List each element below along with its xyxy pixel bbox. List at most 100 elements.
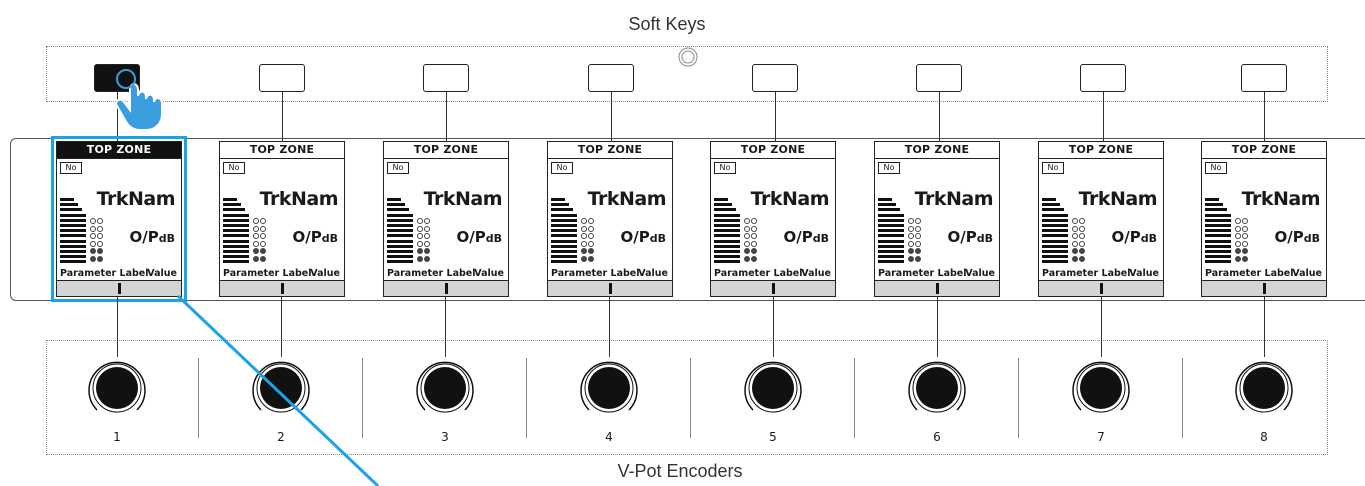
vpot-encoder-8[interactable]	[1230, 354, 1298, 422]
track-name: TrkNam	[914, 188, 994, 210]
meter-segment	[551, 234, 577, 238]
status-dot	[1235, 218, 1241, 224]
meter-segment	[1205, 208, 1227, 212]
meter-segment	[1042, 203, 1060, 207]
soft-key-5[interactable]	[752, 64, 798, 92]
vpot-encoder-4[interactable]	[575, 354, 643, 422]
status-dot	[97, 240, 103, 247]
status-dot	[908, 218, 914, 224]
status-dot	[1079, 240, 1085, 247]
status-dot	[424, 233, 430, 239]
parameter-value: Value	[638, 268, 668, 279]
meter-segment	[387, 234, 413, 238]
channel-screen-2: TOP ZONE No TrkNam O/PdB Parameter Label…	[219, 141, 345, 297]
status-dot	[253, 255, 259, 262]
value-indicator	[1263, 283, 1266, 294]
meter-segment	[551, 239, 577, 243]
value-indicator	[281, 283, 284, 294]
output-label: O/P	[947, 228, 977, 246]
status-dot	[1072, 248, 1078, 254]
status-dot	[581, 225, 587, 232]
output-unit: dB	[485, 232, 502, 245]
meter-segment	[1205, 244, 1231, 248]
output-unit: dB	[1303, 232, 1320, 245]
level-meter	[1042, 196, 1070, 268]
status-dot	[751, 248, 757, 254]
meter-segment	[551, 250, 577, 253]
meter-segment	[878, 208, 900, 212]
vpot-encoder-2[interactable]	[247, 354, 315, 422]
output-unit: dB	[1140, 232, 1157, 245]
meter-segment	[60, 224, 86, 227]
status-dot	[97, 225, 103, 232]
meter-segment	[223, 224, 249, 227]
encoder-connector	[609, 297, 610, 357]
meter-segment	[1042, 244, 1068, 248]
meter-segment	[223, 198, 237, 201]
parameter-row: Parameter Label Value	[1202, 267, 1326, 281]
meter-segment	[878, 198, 892, 201]
meter-segment	[1205, 255, 1231, 259]
soft-key-3[interactable]	[423, 64, 469, 92]
vpot-encoder-5[interactable]	[739, 354, 807, 422]
meter-segment	[60, 203, 78, 207]
status-dot	[417, 233, 423, 239]
status-dot	[417, 255, 423, 262]
status-dot	[90, 225, 96, 232]
track-name: TrkNam	[587, 188, 667, 210]
meter-segment	[878, 255, 904, 259]
encoder-ring-icon	[88, 361, 146, 413]
pressing-hand-icon	[115, 69, 163, 131]
status-dot	[915, 255, 921, 262]
status-dot	[260, 255, 266, 262]
parameter-row: Parameter Label Value	[1039, 267, 1163, 281]
soft-key-7[interactable]	[1080, 64, 1126, 92]
meter-segment	[1205, 239, 1231, 243]
status-dots	[744, 218, 760, 266]
level-meter	[714, 196, 742, 268]
status-dot	[751, 218, 757, 224]
status-dot	[1235, 255, 1241, 262]
soft-key-4[interactable]	[588, 64, 634, 92]
parameter-value: Value	[801, 268, 831, 279]
vpot-encoder-6[interactable]	[903, 354, 971, 422]
parameter-row: Parameter Label Value	[875, 267, 999, 281]
meter-segment	[551, 203, 569, 207]
status-dot	[90, 248, 96, 254]
encoder-ring-icon	[252, 361, 310, 413]
meter-segment	[878, 250, 904, 253]
value-bar	[220, 280, 344, 296]
encoder-divider	[362, 358, 363, 438]
status-dot	[417, 218, 423, 224]
vpot-encoder-3[interactable]	[411, 354, 479, 422]
value-bar	[384, 280, 508, 296]
value-indicator	[772, 283, 775, 294]
parameter-label: Parameter Label	[1205, 268, 1294, 279]
soft-key-2[interactable]	[259, 64, 305, 92]
soft-keys-title: Soft Keys	[628, 14, 706, 34]
status-dot	[417, 225, 423, 232]
meter-segment	[1205, 250, 1231, 253]
status-dots	[581, 218, 597, 266]
soft-key-6[interactable]	[916, 64, 962, 92]
meter-segment	[878, 224, 904, 227]
status-dot	[260, 233, 266, 239]
meter-segment	[878, 218, 904, 222]
soft-key-8[interactable]	[1241, 64, 1287, 92]
meter-segment	[551, 218, 577, 222]
encoder-connector	[773, 297, 774, 357]
status-dot	[915, 225, 921, 232]
output-readout: O/PdB	[457, 228, 503, 246]
meter-segment	[1042, 218, 1068, 222]
status-dot	[90, 255, 96, 262]
encoder-connector	[281, 297, 282, 357]
vpot-encoder-7[interactable]	[1067, 354, 1135, 422]
status-dot	[581, 240, 587, 247]
meter-segment	[60, 260, 86, 264]
vpot-encoder-1[interactable]	[83, 354, 151, 422]
output-unit: dB	[321, 232, 338, 245]
status-dot	[588, 255, 594, 262]
meter-segment	[878, 260, 904, 264]
encoder-connector	[445, 297, 446, 357]
encoder-connector	[1264, 297, 1265, 357]
